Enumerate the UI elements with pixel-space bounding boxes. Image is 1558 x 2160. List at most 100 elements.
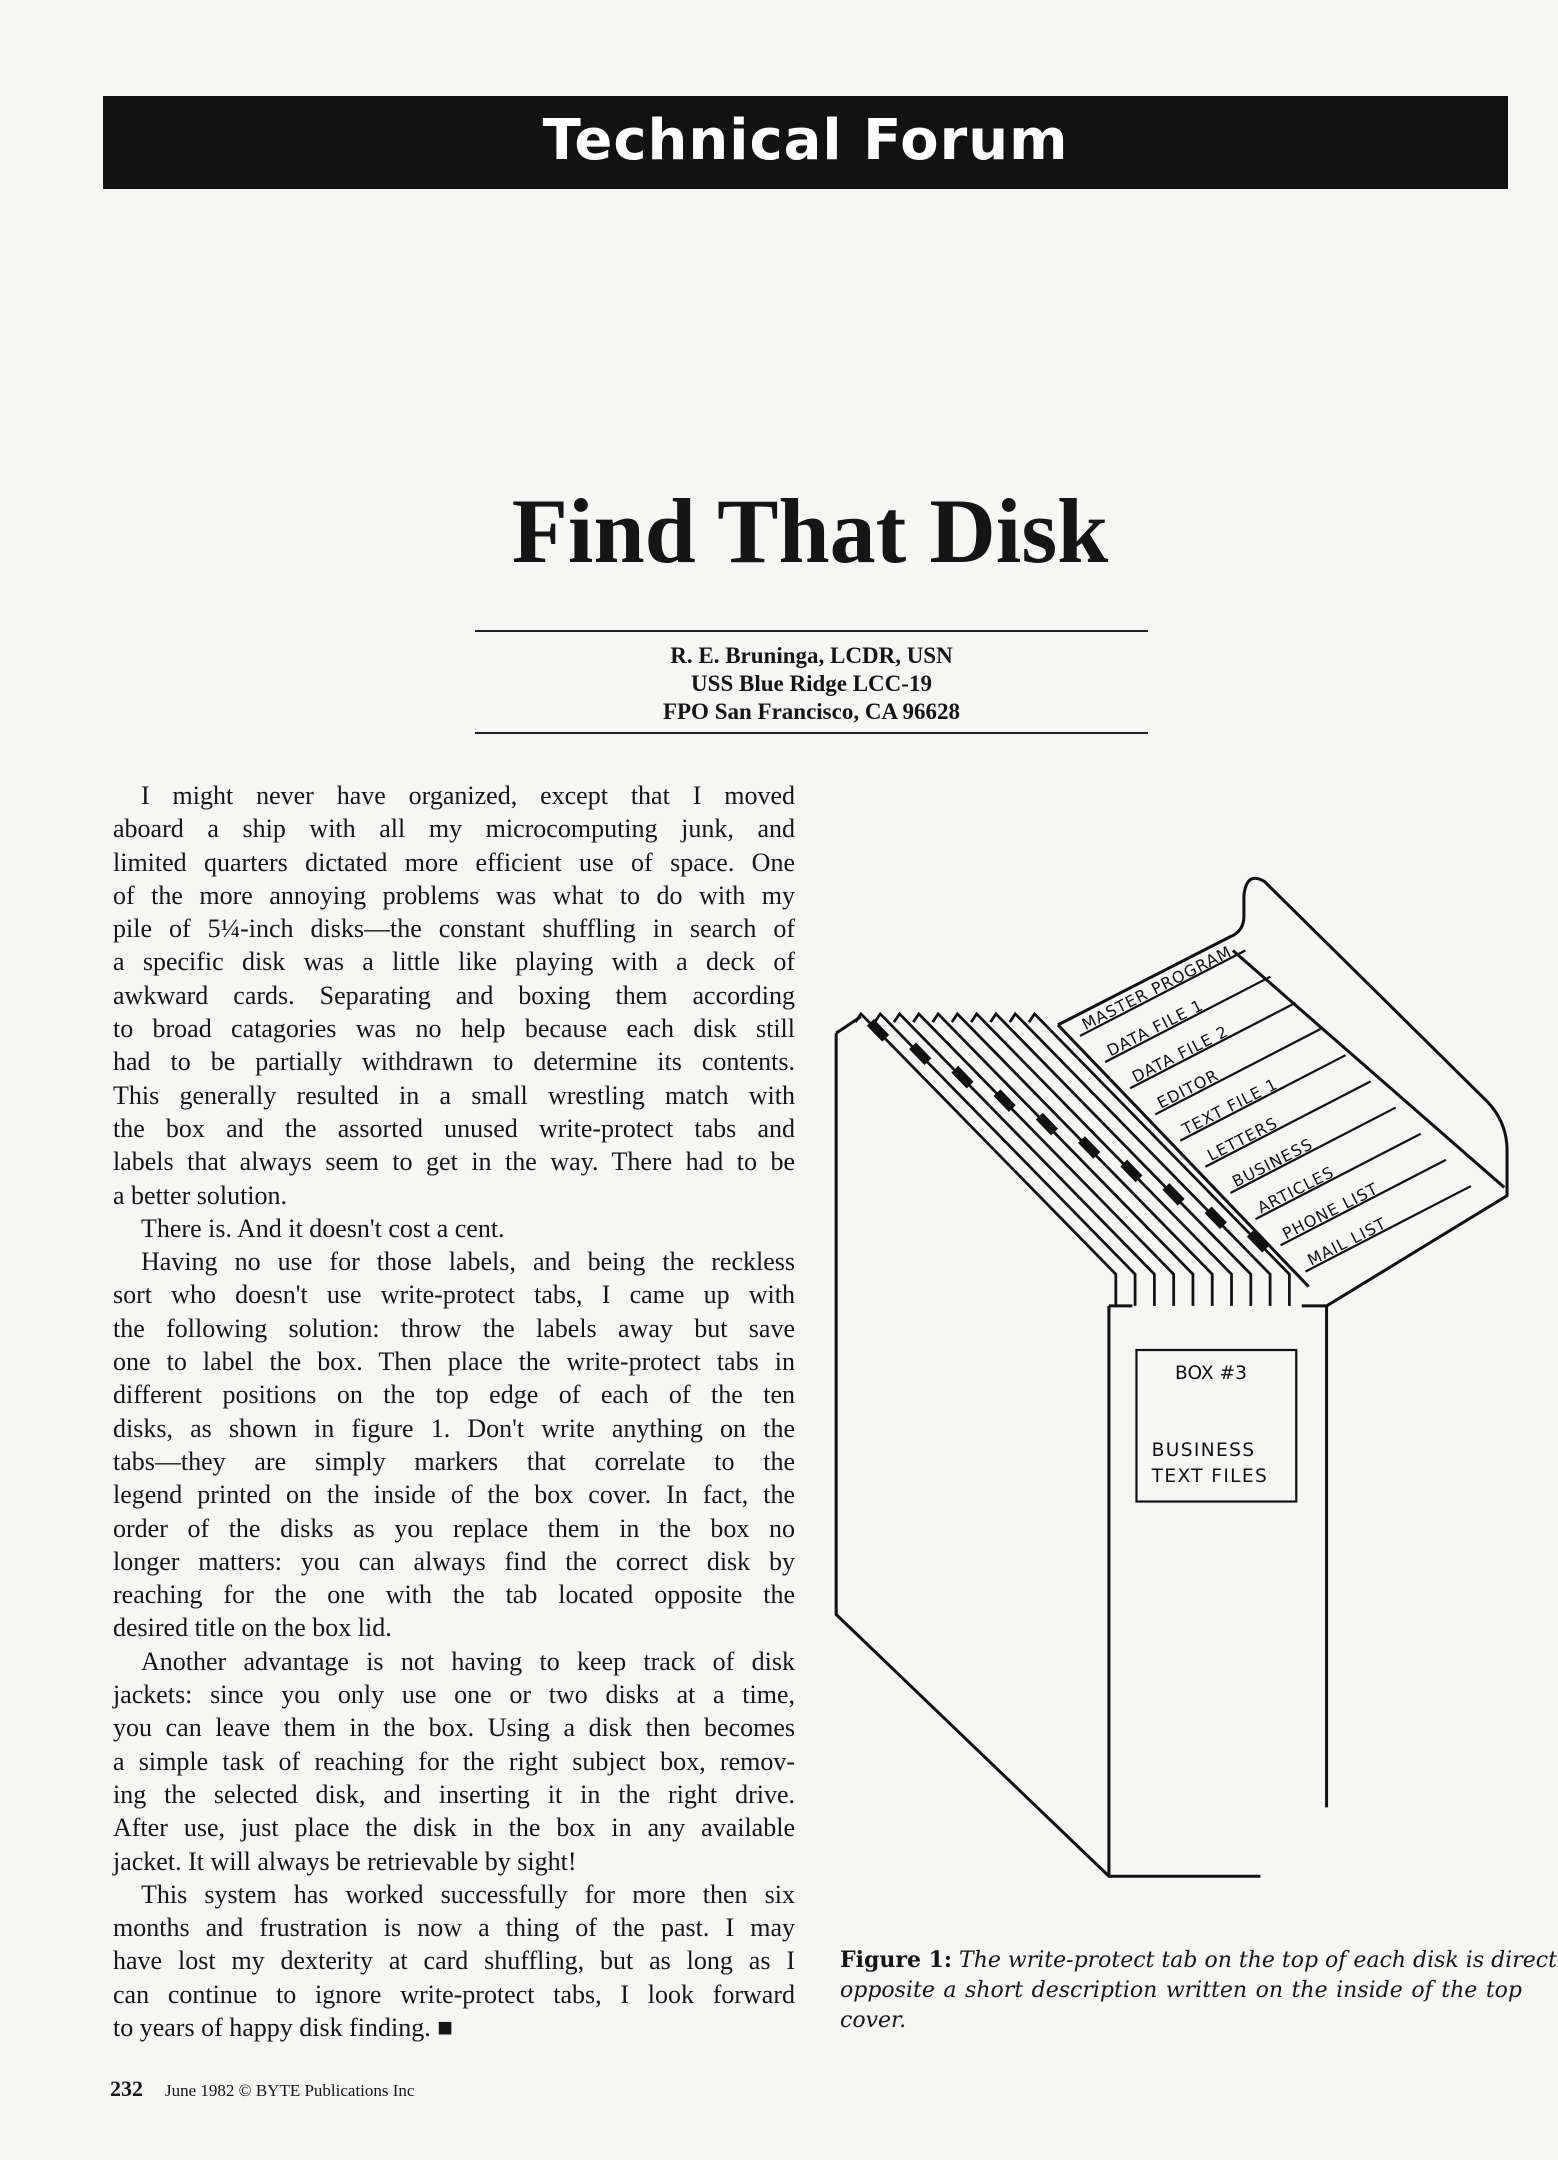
body-line: to years of happy disk finding. ■: [113, 2012, 453, 2042]
lid-label-rule: [1079, 949, 1246, 1037]
body-line: disks, as shown in figure 1. Don't write…: [113, 1413, 795, 1443]
body-line: have lost my dexterity at card shuffling…: [113, 1946, 795, 1976]
body-line: ing the selected disk, and inserting it …: [113, 1779, 795, 1809]
body-line: There is. And it doesn't cost a cent.: [141, 1213, 505, 1243]
byline: R. E. Bruninga, LCDR, USN USS Blue Ridge…: [475, 642, 1148, 726]
author-unit: USS Blue Ridge LCC-19: [691, 671, 932, 696]
box-label-line1: BUSINESS: [1152, 1440, 1256, 1461]
lid-label: MAIL LIST: [1304, 1214, 1389, 1270]
write-protect-tab: [1035, 1112, 1059, 1136]
body-line: Having no use for those labels, and bein…: [141, 1247, 795, 1277]
body-line: awkward cards. Separating and boxing the…: [113, 980, 795, 1010]
write-protect-tab: [1078, 1136, 1101, 1159]
disk-edge: [970, 1011, 1233, 1306]
body-line: the following solution: throw the labels…: [113, 1313, 795, 1343]
lid-label: EDITOR: [1154, 1065, 1222, 1112]
page-number: 232: [110, 2076, 143, 2101]
lid-label-rule: [1204, 1080, 1372, 1168]
article-body: I might never have organized, except tha…: [113, 779, 795, 2044]
body-line: I might never have organized, except tha…: [141, 781, 795, 810]
body-line: order of the disks as you replace them i…: [113, 1513, 795, 1543]
write-protect-tab: [1204, 1206, 1227, 1230]
lid-label-rule: [1129, 1001, 1296, 1090]
lid-label: ARTICLES: [1254, 1162, 1337, 1217]
lid-label-rule: [1179, 1054, 1347, 1142]
lid-label: MASTER PROGRAM: [1079, 942, 1235, 1034]
lid-label: DATA FILE 1: [1104, 995, 1207, 1060]
byline-bottom-rule: [475, 732, 1148, 734]
body-line: different positions on the top edge of e…: [113, 1380, 795, 1410]
byline-top-rule: [475, 630, 1148, 632]
lid-hinge: [1056, 1023, 1310, 1288]
lid-label-rule: [1104, 975, 1271, 1064]
body-line: aboard a ship with all my microcomputing…: [113, 814, 795, 844]
article-title: Find That Disk: [511, 480, 1109, 582]
write-protect-tab: [951, 1065, 974, 1089]
box-label-title: BOX #3: [1175, 1363, 1247, 1384]
caption-label: Figure 1:: [840, 1947, 953, 1973]
imprint: June 1982 © BYTE Publications Inc: [165, 2081, 415, 2100]
body-line: one to label the box. Then place the wri…: [113, 1347, 795, 1377]
body-line: longer matters: you can always find the …: [113, 1546, 795, 1576]
body-line: a simple task of reaching for the right …: [113, 1746, 795, 1776]
body-line: jacket. It will always be retrievable by…: [113, 1846, 577, 1876]
disk-edge: [950, 1011, 1214, 1306]
body-line: labels that always seem to get in the wa…: [113, 1147, 795, 1177]
disk-edge: [854, 1011, 1118, 1306]
body-line: This generally resulted in a small wrest…: [113, 1080, 795, 1110]
author: R. E. Bruninga, LCDR, USN: [670, 643, 953, 668]
box-front-face: [1107, 1304, 1329, 1877]
body-line: sort who doesn't use write-protect tabs,…: [113, 1280, 795, 1310]
body-line: tabs—they are simply markers that correl…: [113, 1446, 795, 1476]
box-label-card: [1135, 1348, 1298, 1503]
disk-edge: [931, 1011, 1195, 1306]
box-left-side: [834, 1033, 1261, 1878]
disk-edge: [989, 1011, 1253, 1306]
body-line: legend printed on the inside of the box …: [113, 1480, 795, 1510]
body-line: This system has worked successfully for …: [141, 1879, 795, 1909]
disk-edge: [892, 1011, 1156, 1306]
body-line: pile of 5¼-inch disks—the constant shuff…: [113, 914, 795, 944]
body-line: reaching for the one with the tab locate…: [113, 1580, 795, 1610]
write-protect-tab: [1246, 1229, 1270, 1253]
body-line: the box and the assorted unused write-pr…: [113, 1113, 795, 1143]
lid-label-rule: [1229, 1106, 1397, 1194]
lid-label-rule: [1280, 1158, 1447, 1247]
caption-line: opposite a short description written on …: [840, 1978, 1522, 2003]
lid-label: TEXT FILE 1: [1178, 1074, 1281, 1139]
lid-label: BUSINESS: [1229, 1134, 1316, 1191]
caption-line: cover.: [840, 2008, 907, 2033]
body-line: a better solution.: [113, 1180, 288, 1210]
disk-edge: [1027, 1011, 1291, 1306]
body-line: of the more annoying problems was what t…: [113, 880, 795, 910]
section-header-bar: Technical Forum: [103, 96, 1508, 189]
body-line: can continue to ignore write-protect tab…: [113, 1979, 795, 2009]
body-line: to broad catagories was no help because …: [113, 1014, 795, 1044]
body-line: had to be partially withdrawn to determi…: [113, 1047, 795, 1077]
body-line: After use, just place the disk in the bo…: [113, 1813, 795, 1843]
lid-label-rule: [1154, 1028, 1322, 1116]
write-protect-tab: [866, 1019, 890, 1042]
lid-label: PHONE LIST: [1279, 1179, 1381, 1244]
box-left-top-edge: [835, 1015, 862, 1035]
lid-label: LETTERS: [1204, 1113, 1281, 1165]
write-protect-tab: [1120, 1159, 1143, 1183]
lid-label-rule: [1254, 1132, 1422, 1221]
disk-edge: [1008, 1011, 1272, 1306]
write-protect-tab: [993, 1089, 1016, 1112]
lid-label: DATA FILE 2: [1129, 1021, 1232, 1086]
body-line: months and frustration is now a thing of…: [113, 1913, 795, 1943]
write-protect-tab: [1162, 1183, 1185, 1206]
author-address: FPO San Francisco, CA 96628: [662, 699, 961, 724]
body-line: desired title on the box lid.: [113, 1613, 392, 1643]
section-title: Technical Forum: [542, 108, 1069, 173]
caption-line: The write-protect tab on the top of each…: [959, 1948, 1558, 1973]
disk-edge: [912, 1011, 1176, 1306]
body-line: Another advantage is not having to keep …: [141, 1646, 795, 1676]
body-line: limited quarters dictated more efficient…: [113, 847, 795, 877]
body-line: a specific disk was a little like playin…: [113, 947, 795, 977]
write-protect-tab: [909, 1042, 932, 1066]
box-lid: [1057, 876, 1509, 1308]
box-label-line2: TEXT FILES: [1151, 1466, 1269, 1487]
body-line: jackets: since you only use one or two d…: [113, 1680, 795, 1710]
